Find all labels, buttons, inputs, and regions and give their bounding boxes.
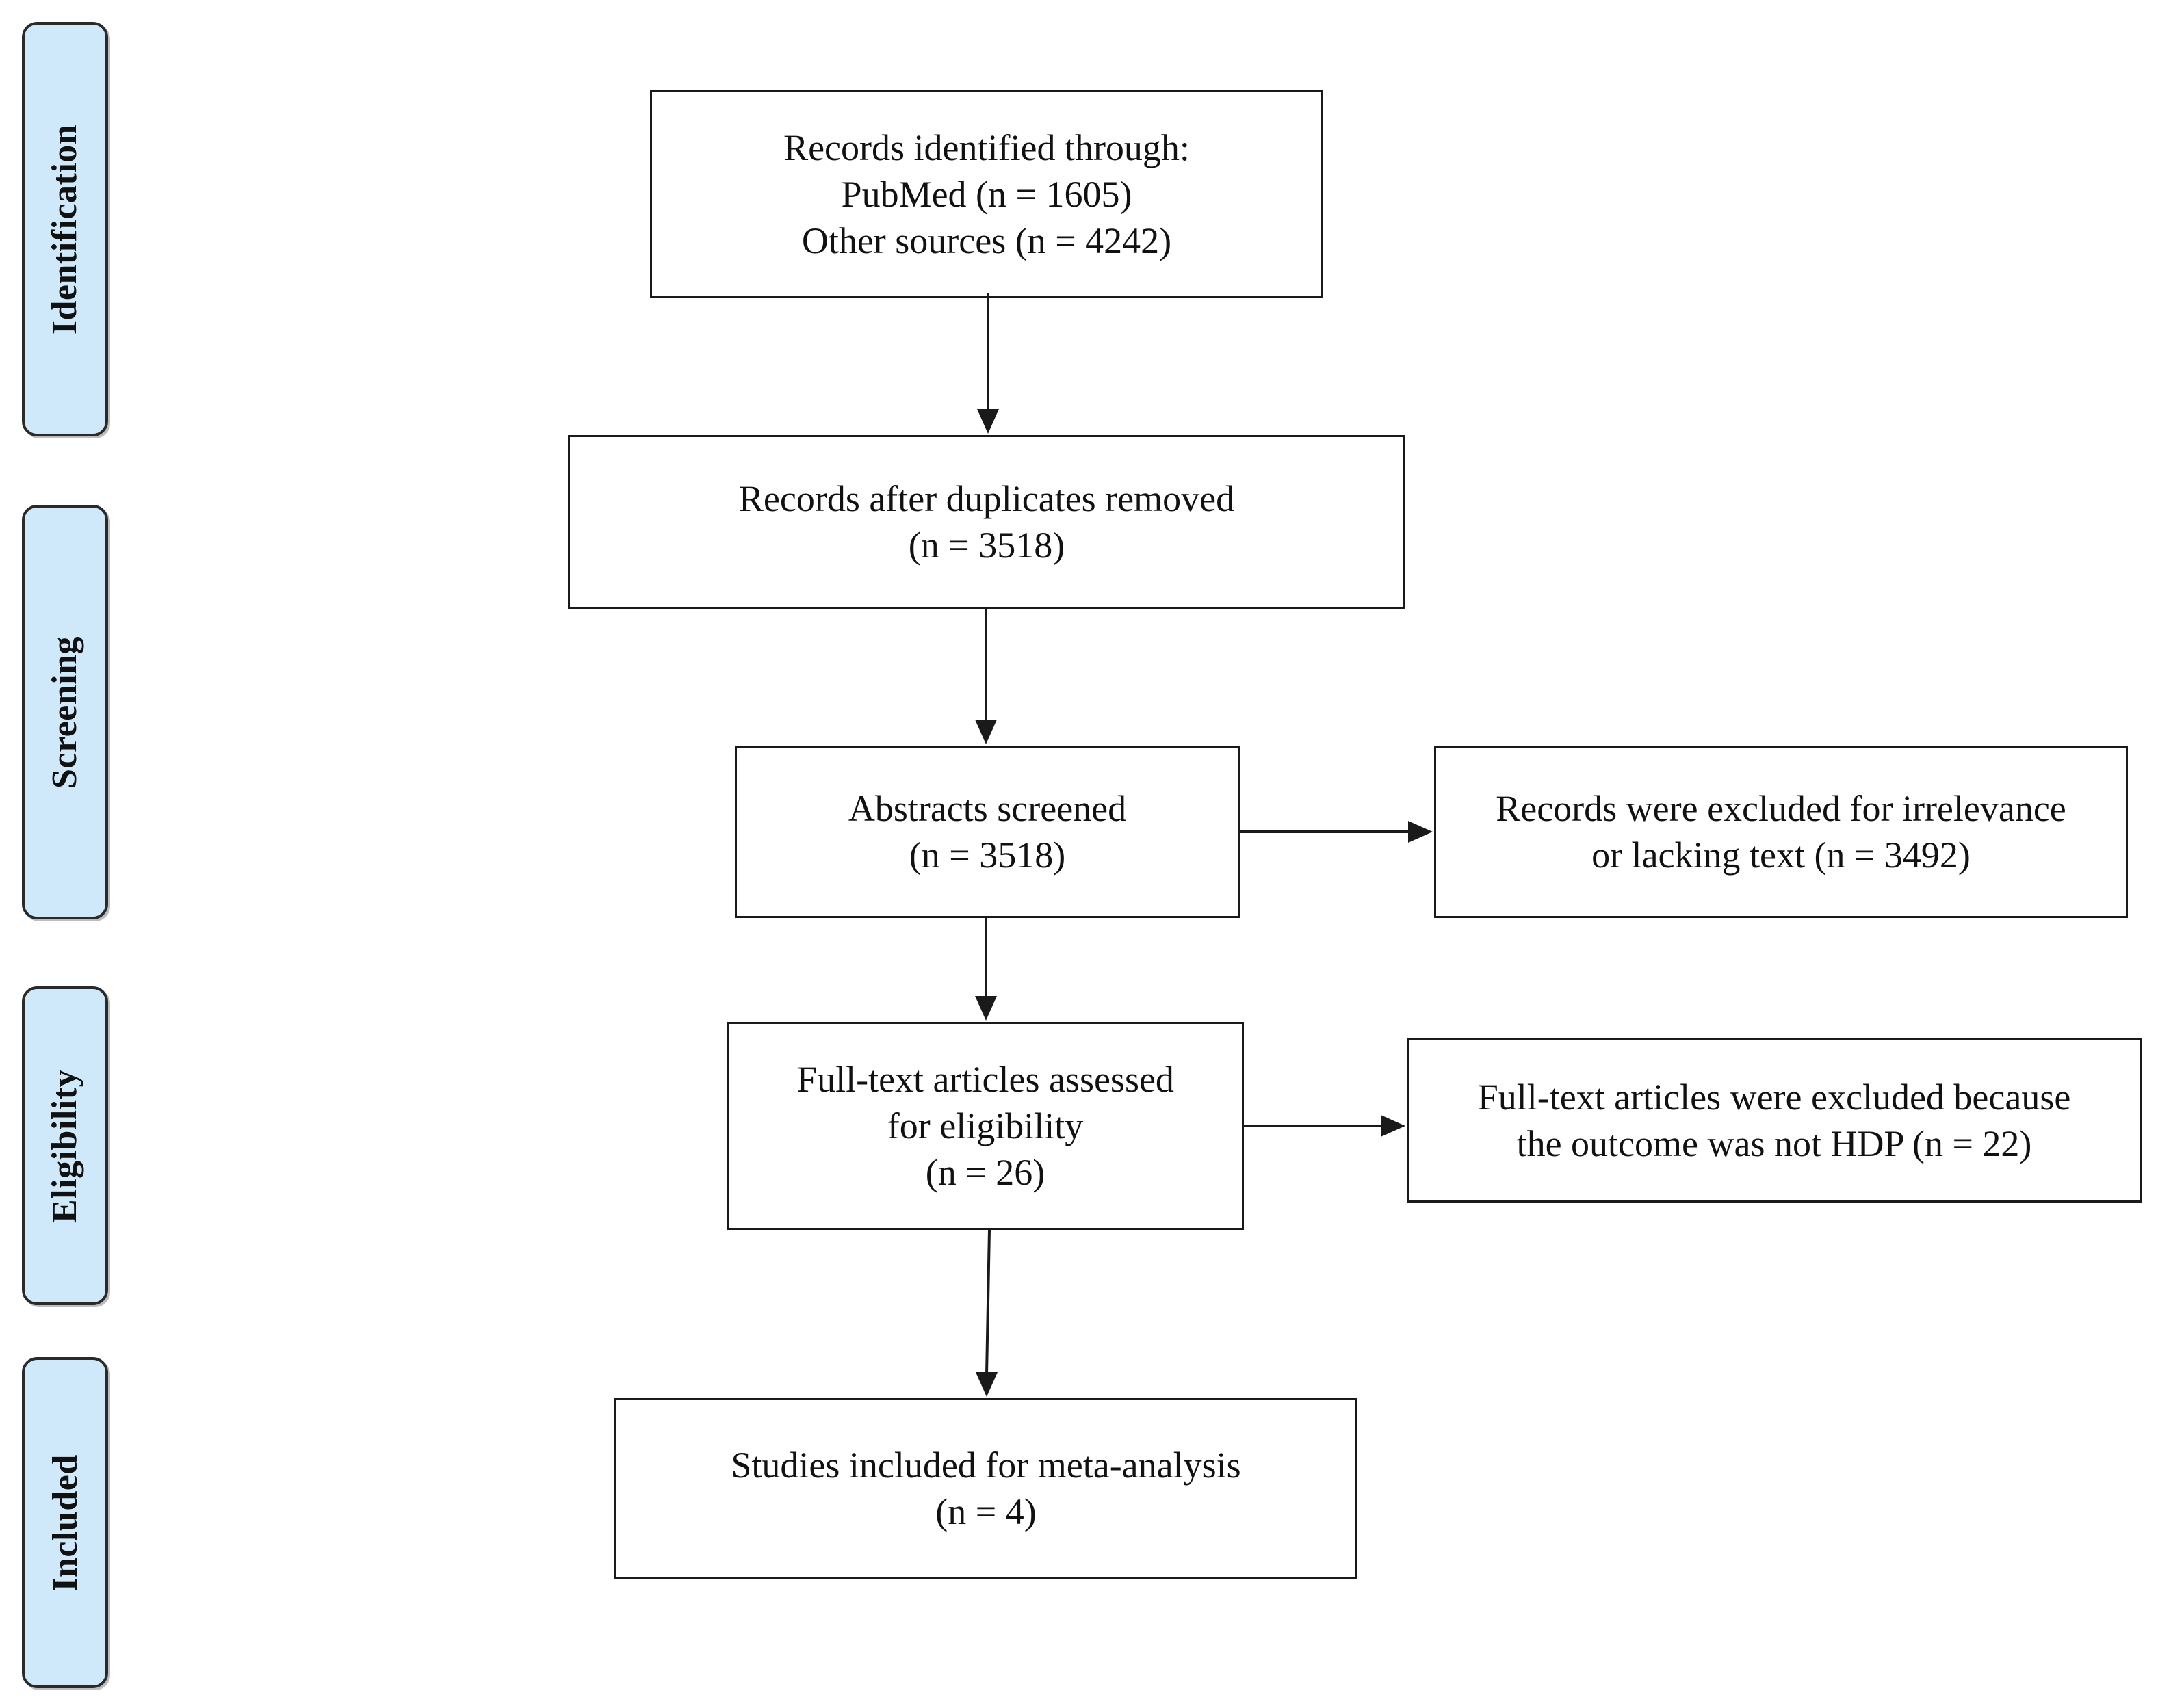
- stage-identification: Identification: [22, 22, 108, 436]
- fulltext-assessed-line1: Full-text articles assessed: [796, 1059, 1174, 1100]
- stage-included: Included: [22, 1357, 108, 1688]
- fulltext-assessed-line2: for eligibility: [887, 1105, 1084, 1146]
- arrow-fulltext-to-included: [976, 1229, 998, 1397]
- records-identified-line2: PubMed (n = 1605): [841, 174, 1132, 215]
- records-deduplicated-line1: Records after duplicates removed: [738, 478, 1235, 519]
- arrow-screened-to-excluded: [1240, 821, 1433, 843]
- fulltext-assessed-line3: (n = 26): [925, 1152, 1045, 1193]
- fulltext-excluded-line2: the outcome was not HDP (n = 22): [1516, 1123, 2032, 1164]
- records-excluded-line2: or lacking text (n = 3492): [1591, 835, 1971, 876]
- records-excluded-box: Records were excluded for irrelevance or…: [1434, 746, 2128, 918]
- studies-included-line2: (n = 4): [935, 1491, 1037, 1532]
- fulltext-excluded-line1: Full-text articles were excluded because: [1477, 1077, 2071, 1118]
- arrow-identified-to-deduplicated: [977, 293, 999, 434]
- arrow-screened-to-fulltext: [975, 918, 997, 1021]
- fulltext-assessed-box: Full-text articles assessed for eligibil…: [727, 1022, 1244, 1230]
- abstracts-screened-line2: (n = 3518): [909, 835, 1066, 876]
- studies-included-line1: Studies included for meta-analysis: [731, 1445, 1241, 1486]
- abstracts-screened-line1: Abstracts screened: [848, 788, 1127, 829]
- records-deduplicated-box: Records after duplicates removed (n = 35…: [568, 435, 1405, 609]
- records-identified-line3: Other sources (n = 4242): [801, 220, 1172, 261]
- records-identified-box: Records identified through: PubMed (n = …: [650, 90, 1323, 298]
- records-deduplicated-line2: (n = 3518): [908, 525, 1065, 566]
- fulltext-excluded-box: Full-text articles were excluded because…: [1407, 1038, 2142, 1203]
- arrow-deduplicated-to-screened: [975, 609, 997, 744]
- stage-screening: Screening: [22, 505, 108, 919]
- studies-included-box: Studies included for meta-analysis (n = …: [614, 1398, 1357, 1579]
- abstracts-screened-box: Abstracts screened (n = 3518): [735, 746, 1240, 918]
- records-identified-line1: Records identified through:: [783, 127, 1190, 168]
- arrow-fulltext-to-excluded: [1244, 1115, 1405, 1137]
- records-excluded-line1: Records were excluded for irrelevance: [1496, 788, 2066, 829]
- stage-eligibility: Eligibility: [22, 986, 108, 1305]
